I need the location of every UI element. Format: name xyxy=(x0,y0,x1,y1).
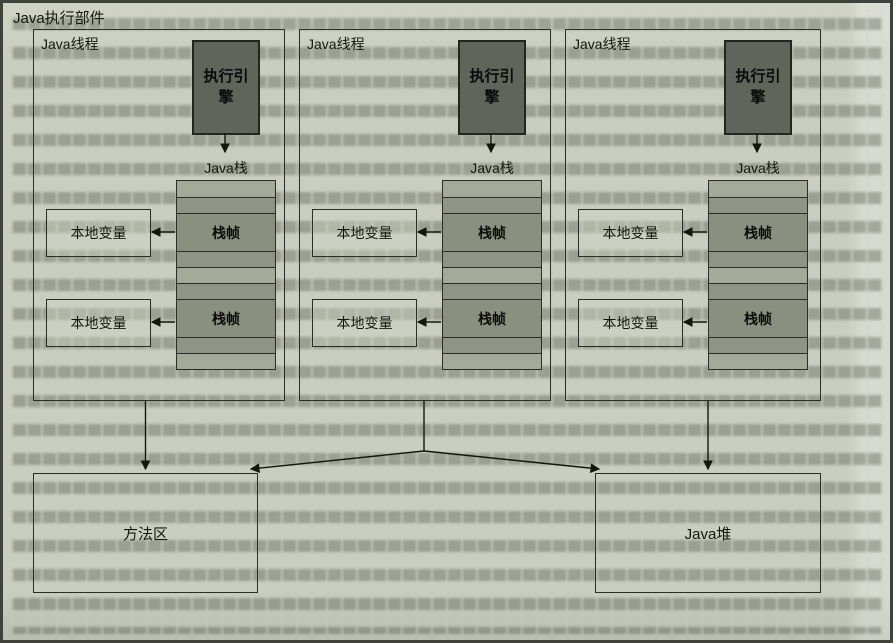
stack-slab xyxy=(177,267,275,283)
local-variables-box: 本地变量 xyxy=(578,209,683,257)
java-stack-label: Java栈 xyxy=(470,160,514,176)
stack-slab xyxy=(443,337,541,353)
stack-slab xyxy=(443,181,541,197)
stack-slab xyxy=(443,267,541,283)
stack-slab xyxy=(177,337,275,353)
execution-engine-box: 执行引擎 xyxy=(724,40,792,135)
stack-frame: 栈帧 xyxy=(709,299,807,337)
stack-slab xyxy=(177,181,275,197)
stack-frame: 栈帧 xyxy=(177,213,275,251)
stack-slab xyxy=(177,197,275,213)
java-stack: 栈帧 栈帧 xyxy=(442,180,542,370)
stack-slab xyxy=(443,353,541,369)
execution-engine-label: 执行引擎 xyxy=(469,68,515,106)
execution-engine-label: 执行引擎 xyxy=(203,68,249,106)
stack-frame: 栈帧 xyxy=(443,213,541,251)
execution-engine-box: 执行引擎 xyxy=(192,40,260,135)
stack-slab xyxy=(709,267,807,283)
java-thread-box-3: Java线程 执行引擎 Java栈 栈帧 栈帧 本地变量 本地变量 xyxy=(565,29,821,401)
stack-slab xyxy=(443,283,541,299)
java-stack: 栈帧 栈帧 xyxy=(708,180,808,370)
thread-label: Java线程 xyxy=(41,36,99,52)
stack-slab xyxy=(443,197,541,213)
local-variables-box: 本地变量 xyxy=(578,299,683,347)
local-variables-box: 本地变量 xyxy=(46,299,151,347)
stack-slab xyxy=(177,283,275,299)
stack-frame: 栈帧 xyxy=(443,299,541,337)
local-variables-box: 本地变量 xyxy=(312,299,417,347)
stack-slab xyxy=(709,251,807,267)
java-stack-label: Java栈 xyxy=(204,160,248,176)
stack-slab xyxy=(709,283,807,299)
local-variables-box: 本地变量 xyxy=(312,209,417,257)
stack-slab xyxy=(177,353,275,369)
java-thread-box-2: Java线程 执行引擎 Java栈 栈帧 栈帧 本地变量 本地变量 xyxy=(299,29,551,401)
local-variables-box: 本地变量 xyxy=(46,209,151,257)
java-heap-box: Java堆 xyxy=(595,473,821,593)
java-thread-box-1: Java线程 执行引擎 Java栈 栈帧 栈帧 本地变量 本地变量 xyxy=(33,29,285,401)
diagram-title: Java执行部件 xyxy=(13,10,105,27)
method-area-box: 方法区 xyxy=(33,473,258,593)
stack-slab xyxy=(177,251,275,267)
method-area-label: 方法区 xyxy=(122,525,168,543)
stack-slab xyxy=(709,353,807,369)
stack-frame: 栈帧 xyxy=(709,213,807,251)
java-heap-label: Java堆 xyxy=(684,525,732,543)
thread-label: Java线程 xyxy=(307,36,365,52)
stack-slab xyxy=(709,197,807,213)
execution-engine-box: 执行引擎 xyxy=(458,40,526,135)
java-stack: 栈帧 栈帧 xyxy=(176,180,276,370)
stack-slab xyxy=(709,181,807,197)
stack-slab xyxy=(709,337,807,353)
stack-slab xyxy=(443,251,541,267)
stack-frame: 栈帧 xyxy=(177,299,275,337)
execution-engine-label: 执行引擎 xyxy=(735,68,781,106)
java-stack-label: Java栈 xyxy=(736,160,780,176)
thread-label: Java线程 xyxy=(573,36,631,52)
